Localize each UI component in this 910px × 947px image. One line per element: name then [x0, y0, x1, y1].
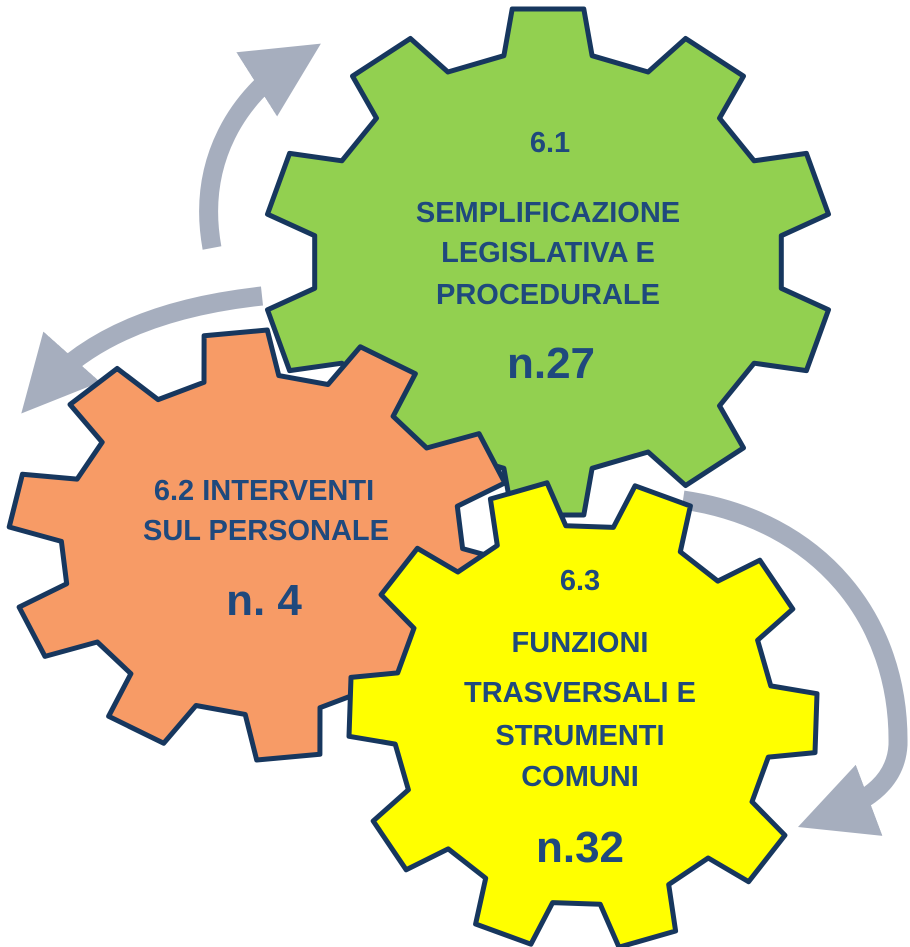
gear-orange: 6.2 INTERVENTI SUL PERSONALE n. 4 [6, 327, 518, 763]
gear-green-count: n.27 [507, 339, 595, 388]
gear-yellow-title-line-1: FUNZIONI [512, 627, 649, 659]
arrow-to-orange-gear [21, 286, 264, 414]
gear-orange-count: n. 4 [226, 576, 302, 625]
gear-orange-title-line-1: 6.2 INTERVENTI [154, 475, 374, 507]
gear-yellow-title-line-3: STRUMENTI [495, 720, 664, 752]
gear-green-code: 6.1 [530, 127, 570, 159]
gear-yellow-code: 6.3 [560, 565, 600, 597]
cycle-arrows [21, 43, 908, 836]
gear-orange-title-line-2: SUL PERSONALE [143, 515, 389, 547]
gear-orange-shape [6, 327, 518, 763]
gear-yellow-count: n.32 [536, 823, 624, 872]
gear-yellow-title-line-2: TRASVERSALI E [464, 677, 696, 709]
gear-yellow: 6.3 FUNZIONI TRASVERSALI E STRUMENTI COM… [346, 480, 820, 947]
gear-yellow-shape [346, 480, 820, 947]
arrow-to-yellow-gear [681, 490, 908, 836]
arrow-to-green-gear [199, 43, 321, 250]
gear-green-title-line-2: LEGISLATIVA E [441, 237, 655, 269]
gear-green-title-line-3: PROCEDURALE [436, 279, 660, 311]
gear-yellow-title-line-4: COMUNI [521, 761, 639, 793]
gear-green-title-line-1: SEMPLIFICAZIONE [416, 197, 680, 229]
